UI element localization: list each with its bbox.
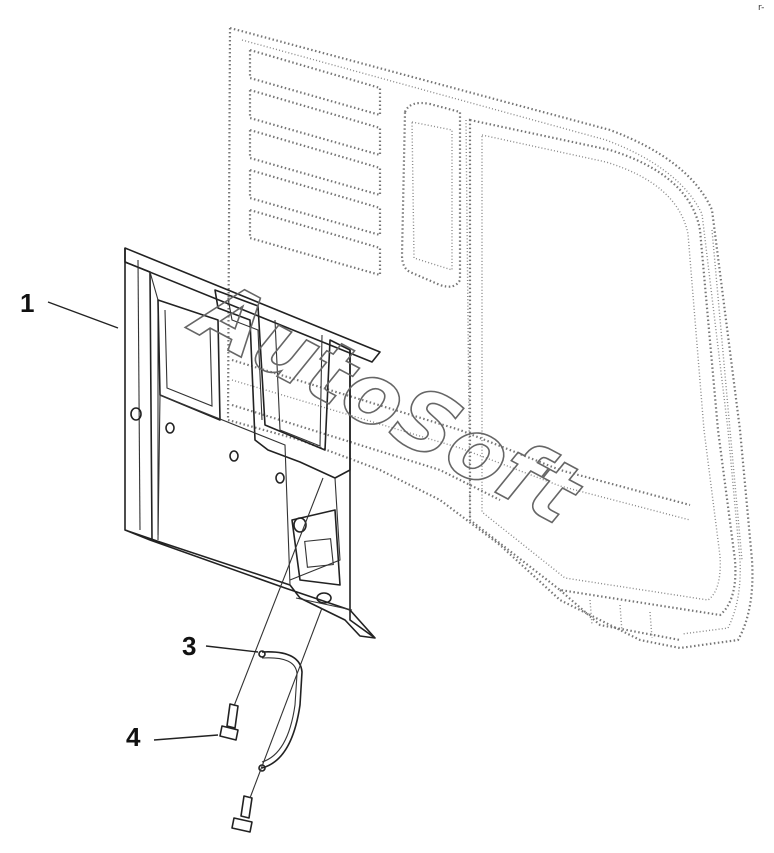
watermark-text: AutoSoft [175,258,598,545]
screw-part-4-lower [231,795,253,833]
callout-3: 3 [182,631,259,661]
callout-label-1: 1 [20,288,34,318]
cab-side-wall [226,26,754,650]
callout-1: 1 [20,288,119,329]
callout-4: 4 [126,722,219,752]
screw-part-4-upper [219,703,239,741]
trim-panel-part-1 [124,247,381,639]
callout-label-4: 4 [126,722,141,752]
strap-part-3 [258,650,303,772]
assembly-axes [233,477,324,799]
callout-label-3: 3 [182,631,196,661]
corner-mark: r- [758,3,764,13]
